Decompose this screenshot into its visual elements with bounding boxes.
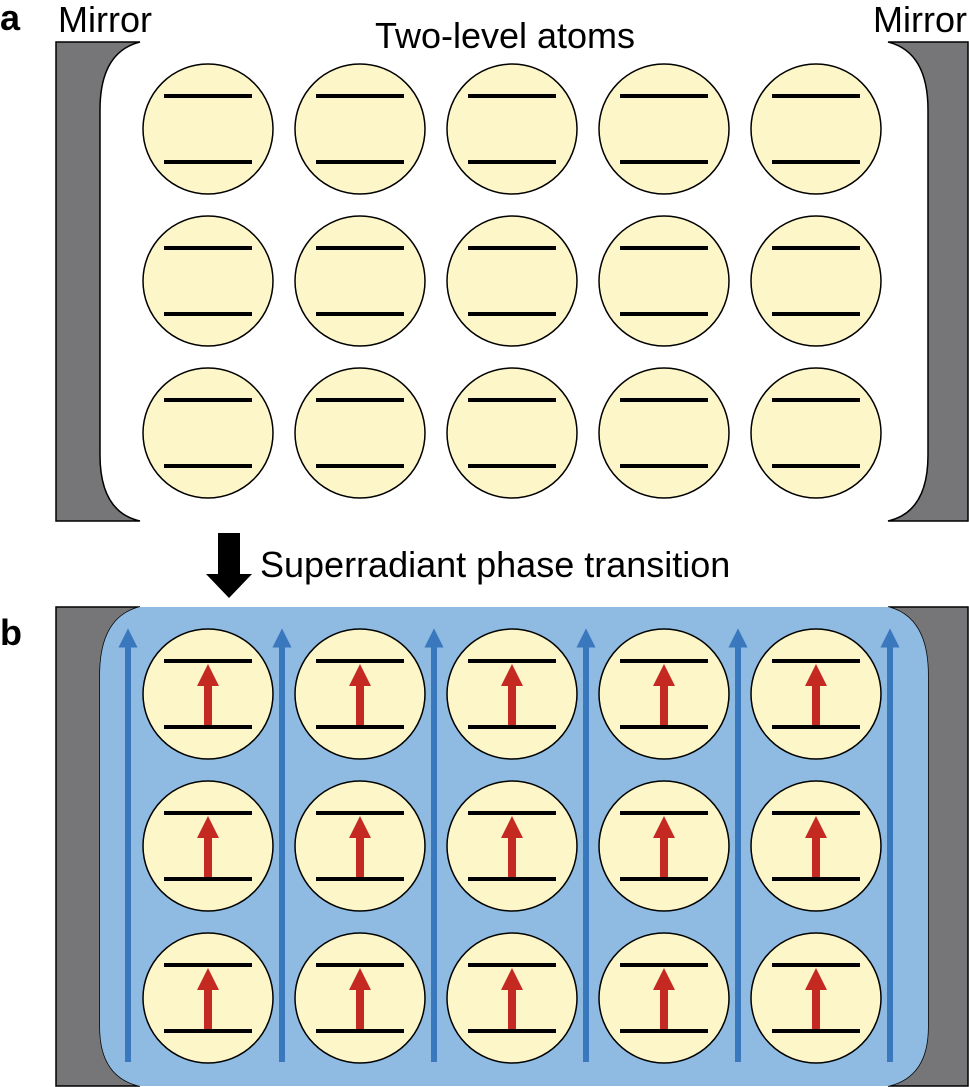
panel-b-label: b (0, 612, 22, 653)
atom (750, 367, 882, 499)
atom (142, 780, 274, 912)
atom (142, 628, 274, 760)
atom-circle (294, 215, 426, 347)
atom (294, 367, 426, 499)
atom (750, 63, 882, 195)
excitation-arrow-icon (349, 816, 371, 877)
atom-array-a (142, 63, 882, 499)
atom (142, 63, 274, 195)
atom (446, 215, 578, 347)
atom (598, 780, 730, 912)
mirror-left (55, 41, 141, 522)
panel-a-label: a (0, 0, 21, 38)
atom (446, 780, 578, 912)
atom (294, 780, 426, 912)
atom-circle (142, 63, 274, 195)
excitation-arrow-icon (805, 664, 827, 725)
atom (598, 932, 730, 1064)
atom (598, 63, 730, 195)
atom-circle (294, 63, 426, 195)
excitation-arrow-icon (805, 816, 827, 877)
atom (446, 628, 578, 760)
atom-circle (142, 215, 274, 347)
excitation-arrow-icon (197, 968, 219, 1029)
atom (142, 932, 274, 1064)
atom-circle (598, 367, 730, 499)
atom-circle (598, 215, 730, 347)
excitation-arrow-icon (197, 664, 219, 725)
panel-b: b (0, 606, 969, 1087)
excitation-arrow-icon (805, 968, 827, 1029)
atom (598, 367, 730, 499)
excitation-arrow-icon (501, 816, 523, 877)
atom (446, 63, 578, 195)
atom-circle (750, 63, 882, 195)
atom (142, 367, 274, 499)
excitation-arrow-icon (501, 664, 523, 725)
atom (446, 932, 578, 1064)
mirror-right (887, 41, 969, 522)
atom (294, 628, 426, 760)
atom (294, 63, 426, 195)
panel-a: a Mirror Mirror Two-level atoms (0, 0, 969, 522)
excitation-arrow-icon (653, 968, 675, 1029)
excitation-arrow-icon (349, 968, 371, 1029)
atom (750, 215, 882, 347)
atom-array-b (142, 628, 882, 1064)
atom-circle (142, 367, 274, 499)
atom-circle (294, 367, 426, 499)
excitation-arrow-icon (197, 816, 219, 877)
excitation-arrow-icon (653, 816, 675, 877)
atom (750, 780, 882, 912)
transition-label: Superradiant phase transition (260, 544, 730, 585)
field-arrows (118, 628, 900, 1062)
atom (142, 215, 274, 347)
transition: Superradiant phase transition (206, 533, 730, 598)
excitation-arrow-icon (349, 664, 371, 725)
mirror-left-label: Mirror (58, 0, 152, 40)
atom-circle (750, 367, 882, 499)
atom (750, 932, 882, 1064)
atom-circle (598, 63, 730, 195)
excitation-arrow-icon (501, 968, 523, 1029)
atom-circle (446, 367, 578, 499)
atom (294, 932, 426, 1064)
atom-circle (446, 63, 578, 195)
atom (294, 215, 426, 347)
excitation-arrow-icon (653, 664, 675, 725)
atoms-label: Two-level atoms (375, 15, 635, 56)
transition-arrow-icon (206, 533, 252, 598)
atom (750, 628, 882, 760)
atom (446, 367, 578, 499)
atom-circle (750, 215, 882, 347)
atom-circle (446, 215, 578, 347)
atom (598, 628, 730, 760)
atom (598, 215, 730, 347)
mirror-right-label: Mirror (873, 0, 967, 40)
